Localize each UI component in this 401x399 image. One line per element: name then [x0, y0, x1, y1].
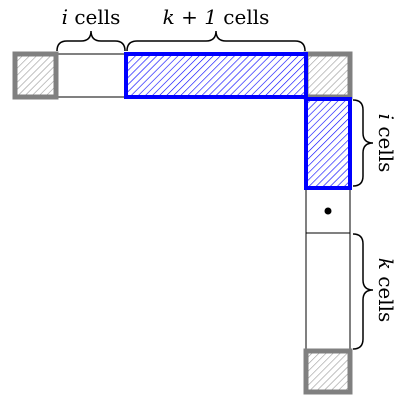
- corner-cell-top-left: [12, 51, 59, 100]
- highlight-right-region: [304, 97, 352, 190]
- top-white-cells: [55, 53, 127, 98]
- highlight-top-region: [124, 52, 308, 99]
- brace-right-upper: [352, 99, 374, 187]
- label-top-left: i cells: [62, 5, 121, 29]
- dot-marker: [324, 207, 332, 215]
- corner-cell-bottom: [303, 348, 353, 395]
- label-top-right: k + 1 cells: [163, 5, 270, 29]
- label-right-upper: i cells: [374, 114, 398, 173]
- brace-top-right: [126, 30, 306, 52]
- right-lower-cells: [305, 232, 351, 352]
- brace-right-lower: [352, 233, 374, 350]
- corner-cell-top-right: [303, 51, 353, 100]
- label-right-lower: k cells: [374, 258, 398, 323]
- brace-top-left: [56, 30, 126, 52]
